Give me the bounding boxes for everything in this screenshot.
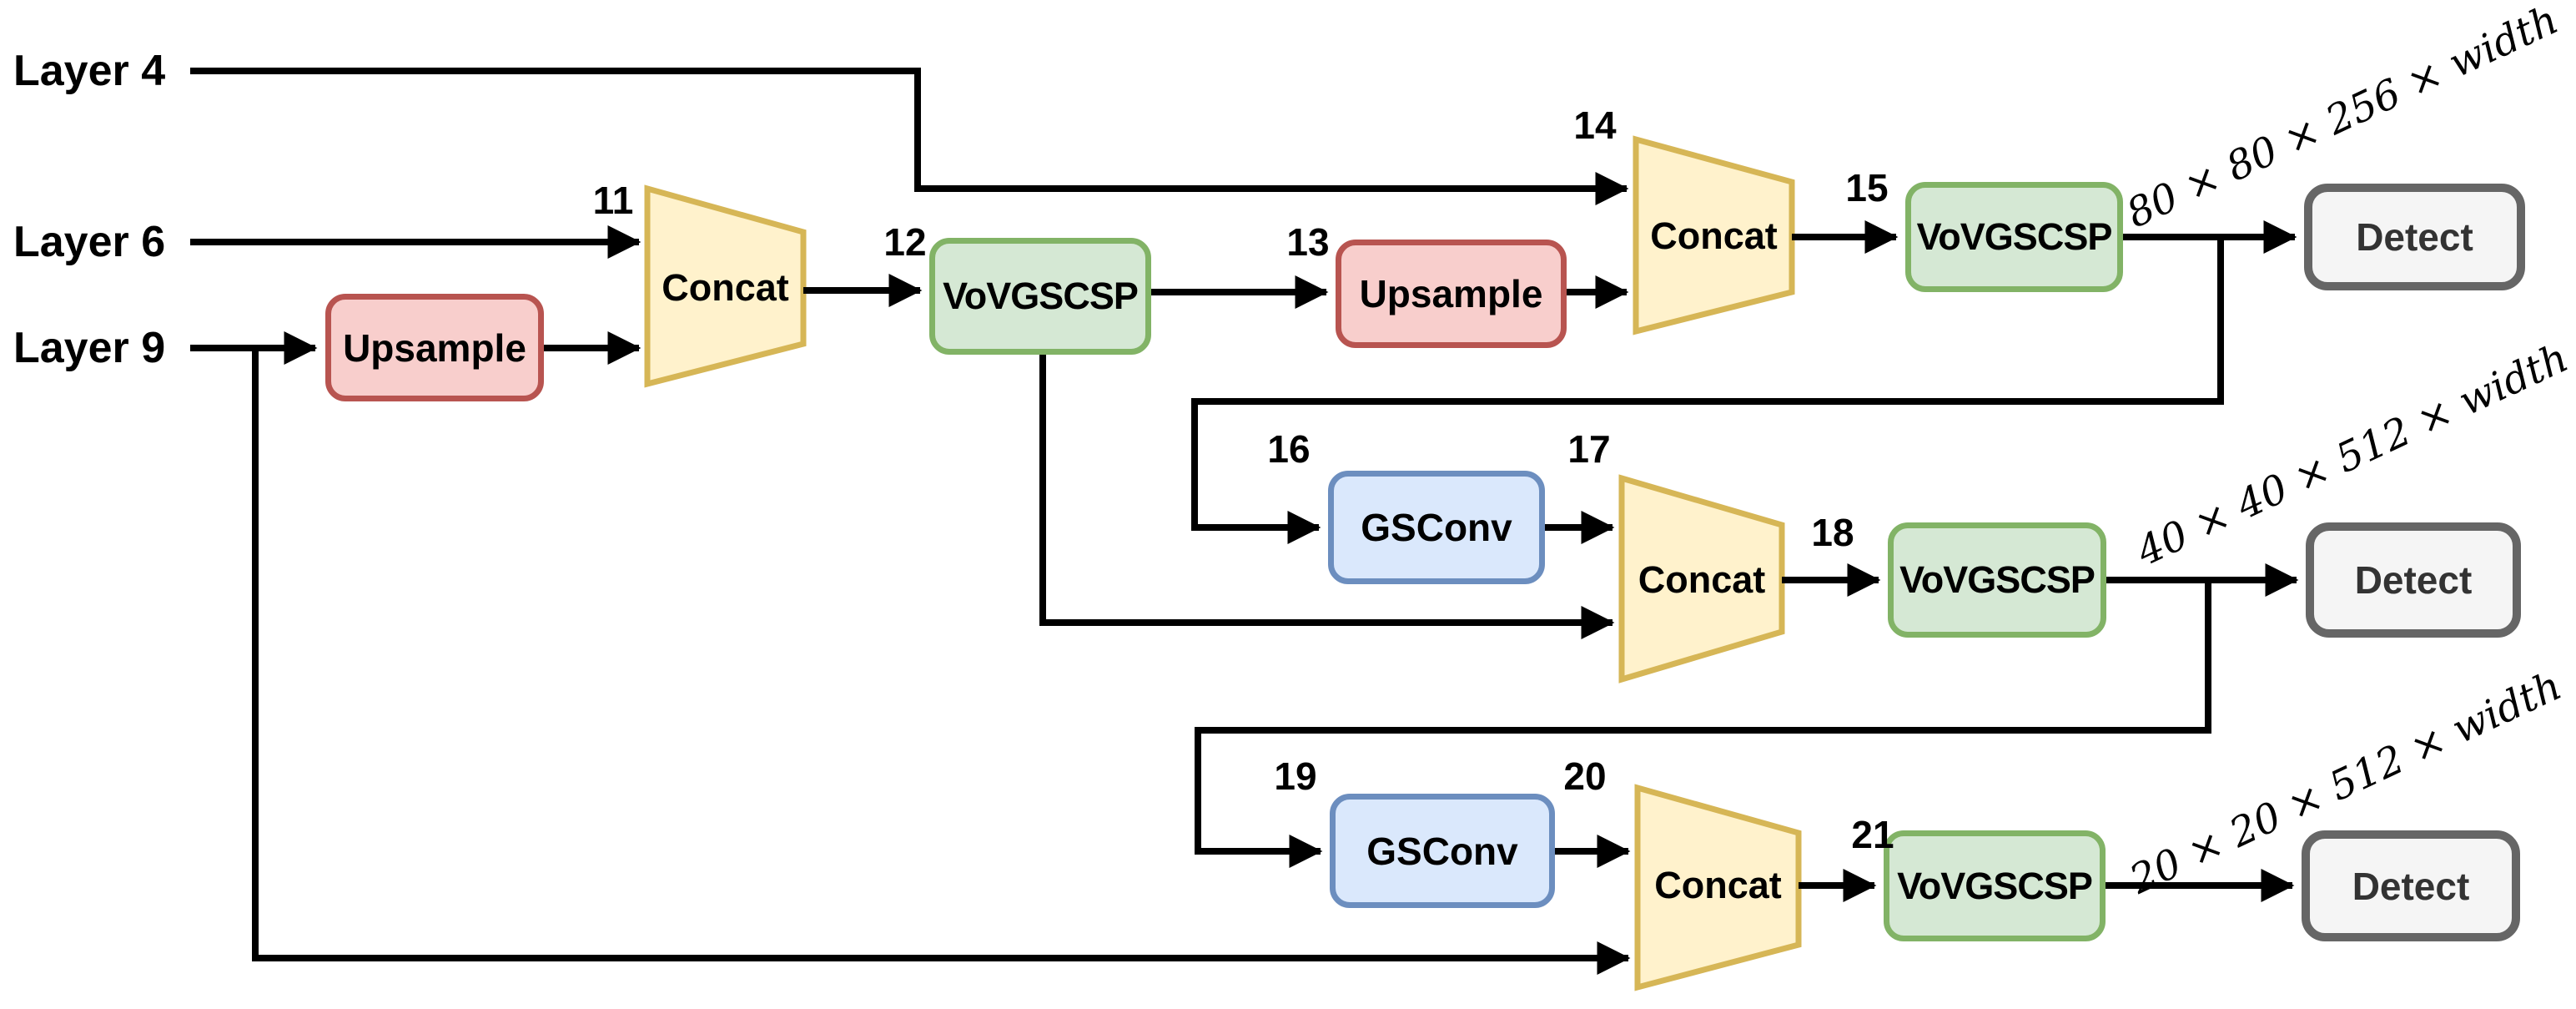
concat-14-shape: [1633, 135, 1795, 335]
index-label-18: 18: [1811, 511, 1854, 554]
node-detect-p5: Detect: [2302, 830, 2520, 941]
index-label-13: 13: [1286, 220, 1330, 264]
input-label-layer4: Layer 4: [13, 47, 166, 95]
concat-17-label: Concat: [1638, 558, 1766, 601]
concat-20-shape: [1634, 784, 1802, 991]
edge-layer9-to-concat20: [252, 348, 1631, 975]
node-vovgscsp-15: VoVGSCSP: [1905, 182, 2123, 292]
index-label-17: 17: [1567, 427, 1611, 471]
node-vovgscsp-18: VoVGSCSP: [1888, 522, 2106, 638]
index-label-16: 16: [1267, 427, 1311, 471]
concat-11-shape: [644, 184, 807, 388]
node-gsconv-19: GSConv: [1330, 794, 1555, 908]
node-detect-p3: Detect: [2304, 184, 2525, 290]
index-label-11: 11: [592, 179, 634, 222]
index-label-19: 19: [1274, 754, 1317, 798]
concat-11-label: Concat: [662, 266, 789, 309]
index-label-12: 12: [883, 220, 927, 264]
input-label-layer6: Layer 6: [13, 218, 166, 266]
index-label-20: 20: [1563, 754, 1607, 798]
index-label-15: 15: [1845, 166, 1889, 209]
edge-p4-branch-to-gsconv19: [1195, 580, 2211, 868]
index-label-21: 21: [1851, 813, 1894, 856]
edge-layer4-to-concat14: [190, 68, 1629, 205]
concat-14-label: Concat: [1650, 214, 1778, 257]
node-vovgscsp-12: VoVGSCSP: [929, 238, 1151, 355]
node-detect-p4: Detect: [2306, 522, 2521, 638]
index-label-14: 14: [1573, 103, 1617, 147]
edge-vovgscsp12-to-concat17: [1039, 355, 1615, 639]
edge-p3-branch-to-gsconv16: [1191, 237, 2224, 544]
concat-17-shape: [1618, 474, 1785, 684]
node-upsample-10: Upsample: [325, 294, 544, 401]
node-vovgscsp-21: VoVGSCSP: [1884, 830, 2106, 941]
input-label-layer9: Layer 9: [13, 324, 166, 372]
concat-20-label: Concat: [1654, 864, 1782, 906]
node-upsample-13: Upsample: [1336, 240, 1567, 348]
node-gsconv-16: GSConv: [1328, 471, 1545, 584]
